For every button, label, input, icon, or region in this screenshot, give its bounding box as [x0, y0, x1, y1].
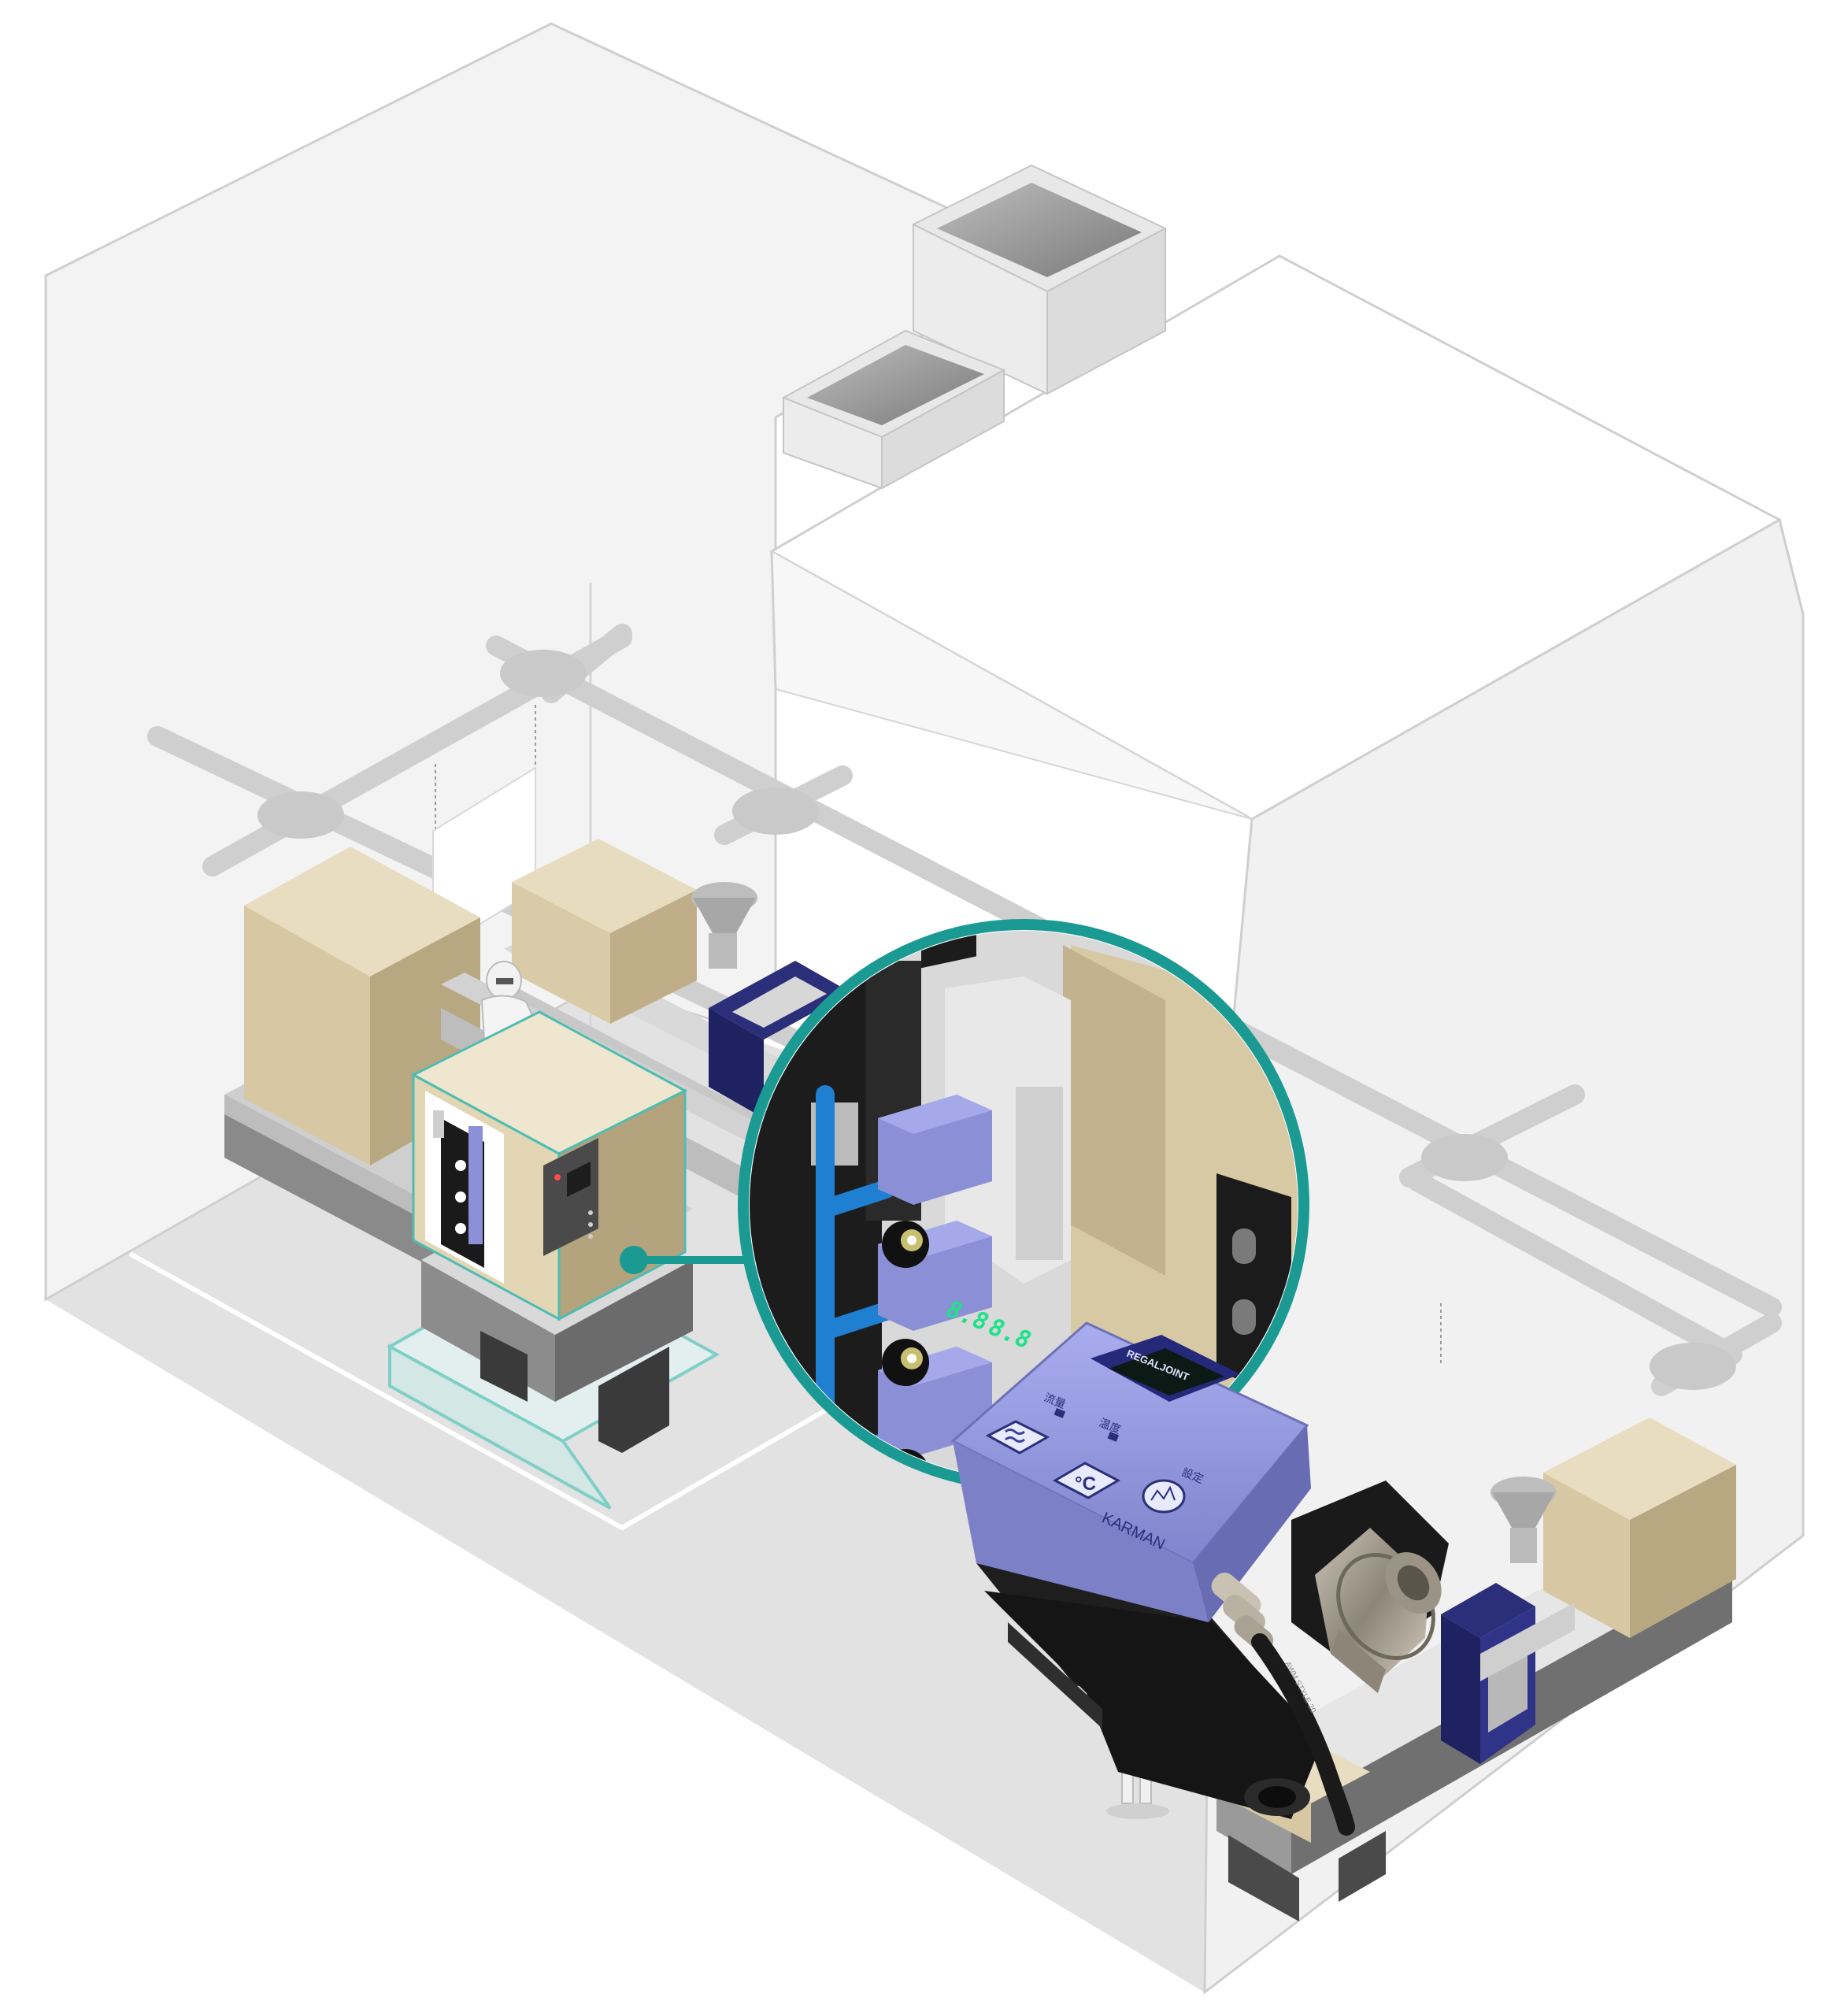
temp-indicator-led [1107, 1432, 1120, 1442]
temp-button-label: °C [1075, 1473, 1096, 1495]
flow-mode-button[interactable] [985, 1420, 1050, 1455]
flow-sensor-device: REGALJOINT 8.8 8.8 流量 温度 °C 設定 KARMAN [940, 1296, 1449, 1836]
roof-vent-large [911, 164, 1168, 395]
wave-icon [1005, 1429, 1025, 1443]
flow-indicator-led [1054, 1408, 1066, 1418]
settings-button[interactable]: 設定 [1142, 1466, 1205, 1514]
roof-vent-small [781, 329, 1006, 490]
temperature-mode-button[interactable]: °C [1052, 1462, 1121, 1499]
sensor-cable [1251, 1633, 1355, 1836]
metal-pipe-fitting [1291, 1480, 1449, 1693]
callout-connector [620, 1246, 752, 1274]
hand-icon [1150, 1485, 1176, 1501]
manifold-blocks [878, 934, 992, 1457]
hanging-rods [435, 705, 1442, 1366]
pipe-junctions [257, 650, 1736, 1390]
